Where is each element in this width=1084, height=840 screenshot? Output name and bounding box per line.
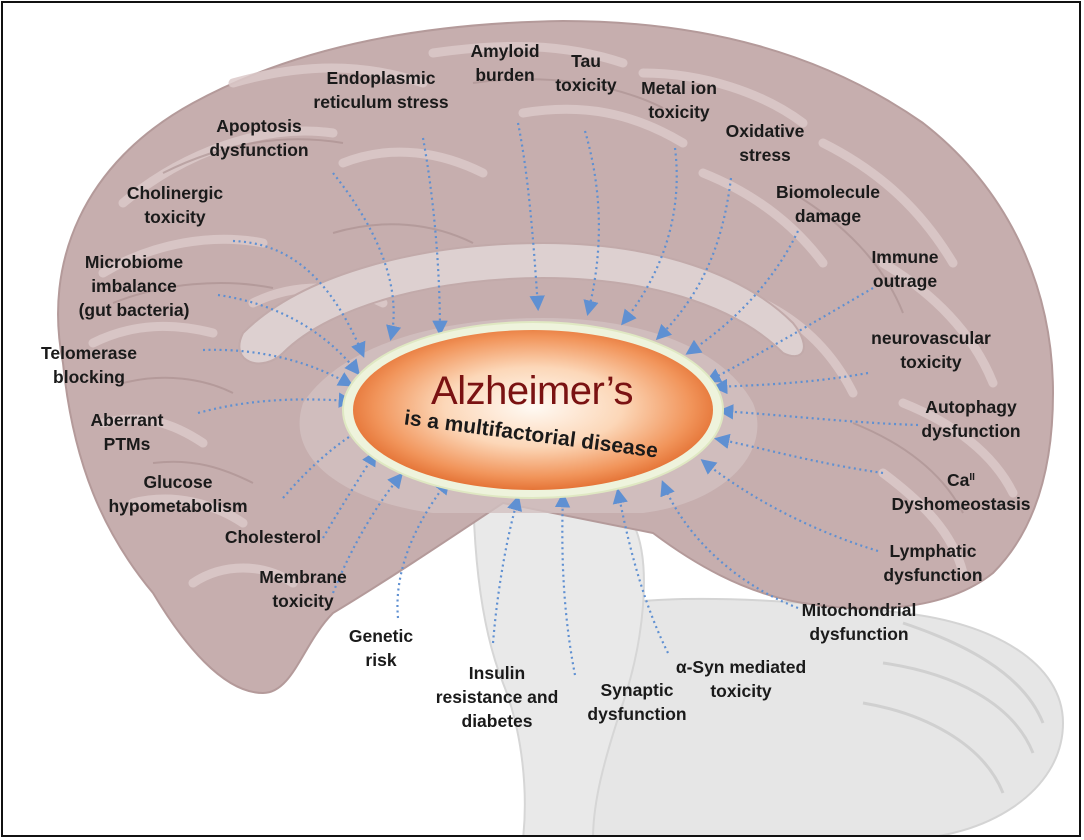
dyshomeostasis-text: Dyshomeostasis — [891, 494, 1030, 514]
diagram-title: Alzheimer’s — [431, 369, 633, 414]
factor-label-mitochondrial: Mitochondrial dysfunction — [802, 598, 917, 646]
factor-label-lymphatic: Lymphatic dysfunction — [883, 539, 982, 587]
factor-label-glucose: Glucose hypometabolism — [108, 470, 247, 518]
ca-symbol: Ca — [947, 470, 969, 490]
factor-label-membrane: Membrane toxicity — [259, 565, 347, 613]
factor-label-amyloid: Amyloid burden — [470, 39, 539, 87]
factor-label-asyn: α-Syn mediated toxicity — [676, 655, 806, 703]
factor-label-biomolecule: Biomolecule damage — [776, 180, 880, 228]
factor-label-oxidative: Oxidative stress — [726, 119, 805, 167]
factor-label-telomerase: Telomerase blocking — [41, 341, 137, 389]
factor-label-aberrant-ptms: Aberrant PTMs — [91, 408, 164, 456]
factor-label-microbiome: Microbiome imbalance (gut bacteria) — [79, 250, 190, 322]
factor-label-cholesterol: Cholesterol — [225, 525, 321, 549]
factor-label-synaptic: Synaptic dysfunction — [587, 678, 686, 726]
factor-label-immune: Immune outrage — [871, 245, 938, 293]
ca-oxidation-state: II — [969, 472, 975, 483]
factor-label-neurovascular: neurovascular toxicity — [871, 326, 991, 374]
factor-label-metal-ion: Metal ion toxicity — [641, 76, 717, 124]
factor-label-insulin: Insulin resistance and diabetes — [436, 661, 559, 733]
factor-label-ca-dyshomeostasis: CaII Dyshomeostasis — [891, 468, 1030, 516]
factor-label-apoptosis: Apoptosis dysfunction — [209, 114, 308, 162]
factor-label-autophagy: Autophagy dysfunction — [921, 395, 1020, 443]
factor-label-er-stress: Endoplasmic reticulum stress — [313, 66, 448, 114]
factor-label-genetic: Genetic risk — [349, 624, 413, 672]
factor-label-tau: Tau toxicity — [555, 49, 616, 97]
factor-label-cholinergic: Cholinergic toxicity — [127, 181, 223, 229]
